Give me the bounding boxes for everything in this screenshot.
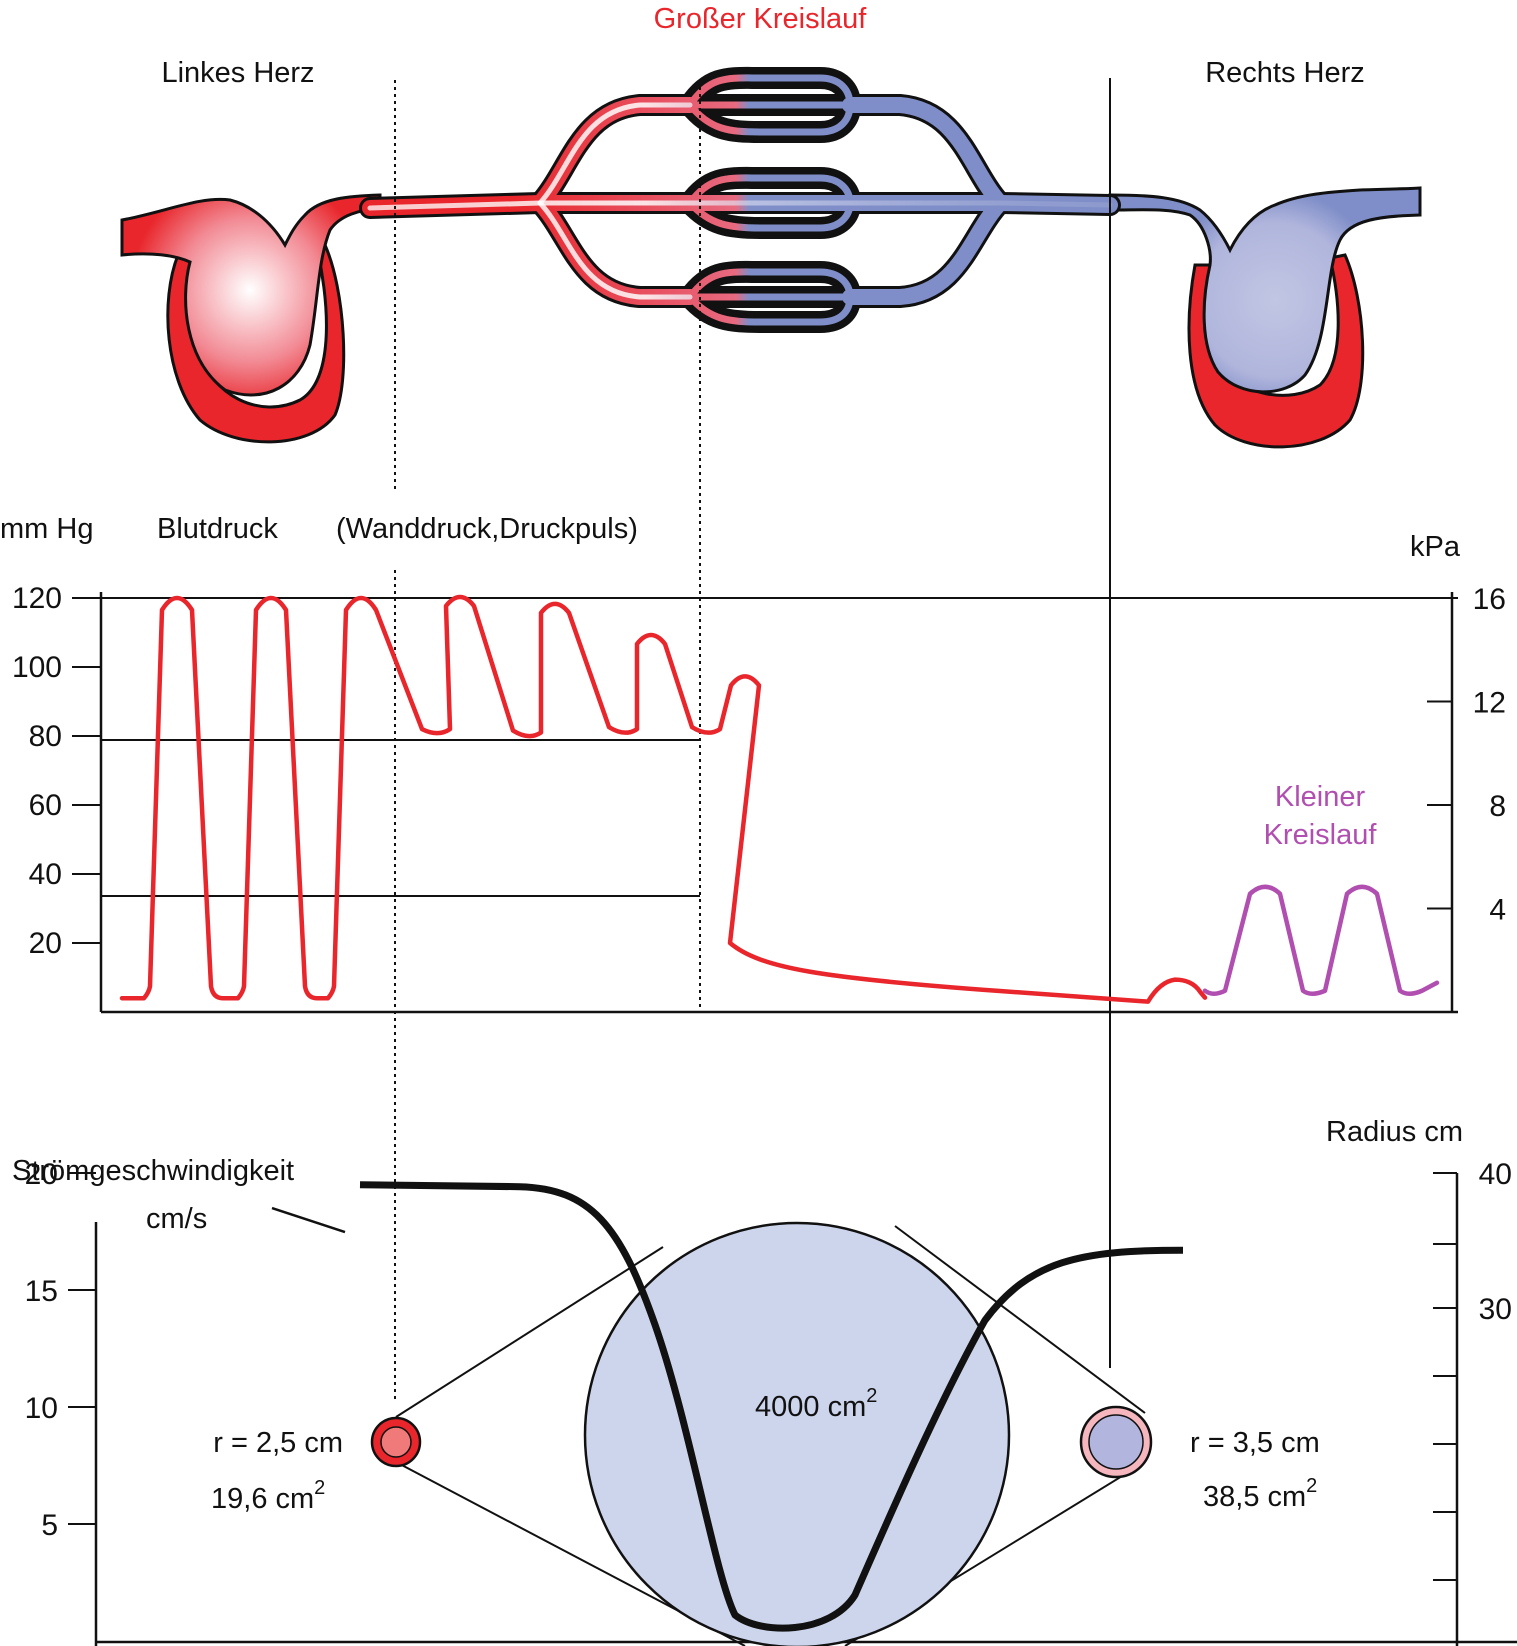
bp-right-tick-label: 8 <box>1489 790 1506 823</box>
aorta-cross-section-inner <box>380 1426 412 1458</box>
flow-right-tick-label: 30 <box>1479 1293 1512 1326</box>
flow-velocity-curve <box>359 1181 1184 1632</box>
tangent-left-top <box>395 1246 664 1418</box>
tangent-right-top <box>894 1225 1146 1414</box>
blood-pressure-chart: mm Hg Blutdruck (Wanddruck,Druckpuls) kP… <box>0 513 1506 1014</box>
capillary-cross-section <box>583 1221 1011 1646</box>
left-area-sup: 2 <box>314 1477 325 1499</box>
flow-left-tick-label: 5 <box>41 1509 58 1542</box>
mm-hg-label: mm Hg <box>0 513 93 545</box>
flow-right-ticks: 40 30 <box>1433 1158 1512 1581</box>
center-area-sup: 2 <box>866 1385 877 1407</box>
bp-left-tick-label: 120 <box>12 582 62 615</box>
blood-pressure-curve <box>119 594 1208 1004</box>
right-radius-label: r = 3,5 cm <box>1190 1427 1320 1459</box>
kpa-label: kPa <box>1410 531 1461 563</box>
circulation-schematic: Großer Kreislauf Linkes Herz Rechts Herz <box>120 3 1422 449</box>
stroemgeschwindigkeit-label: Strömgeschwindigkeit <box>12 1155 294 1187</box>
wanddruck-label: (Wanddruck,Druckpuls) <box>336 513 638 545</box>
left-radius-label: r = 2,5 cm <box>213 1427 343 1459</box>
blutdruck-label: Blutdruck <box>157 513 278 545</box>
bp-left-tick-label: 40 <box>29 858 62 891</box>
bp-right-tick-label: 4 <box>1489 894 1506 927</box>
flow-velocity-chart: Radius cm Strömgeschwindigkeit cm/s 20 15… <box>12 1116 1517 1646</box>
flow-left-tick-label: 15 <box>25 1275 58 1308</box>
flow-left-tick-label: 20 <box>25 1158 58 1191</box>
right-area-sup: 2 <box>1306 1475 1317 1497</box>
grosser-kreislauf-label: Großer Kreislauf <box>654 3 868 35</box>
bp-right-ticks: 16 12 8 4 <box>1427 583 1506 927</box>
right-area-label: 38,5 cm2 <box>1203 1475 1317 1513</box>
kleiner-kreislauf-label-line2: Kreislauf <box>1264 819 1378 851</box>
pulmonary-pressure-curve <box>1202 884 1440 996</box>
bp-left-tick-label: 60 <box>29 789 62 822</box>
bp-right-tick-label: 16 <box>1473 583 1506 616</box>
bp-left-tick-label: 100 <box>12 651 62 684</box>
label-pointer <box>271 1206 346 1234</box>
rechts-herz-label: Rechts Herz <box>1205 57 1365 89</box>
bp-left-tick-label: 80 <box>29 720 62 753</box>
flow-left-ticks: 20 15 10 5 <box>25 1158 96 1542</box>
bp-left-tick-label: 20 <box>29 927 62 960</box>
flow-right-tick-label: 40 <box>1479 1158 1512 1191</box>
vessel-network <box>359 66 1121 333</box>
cm-s-label: cm/s <box>146 1203 207 1235</box>
vena-cava-cross-section-inner <box>1088 1414 1144 1470</box>
flow-left-tick-label: 10 <box>25 1392 58 1425</box>
bp-left-ticks: 120 100 80 60 40 20 <box>12 582 101 960</box>
radius-cm-label: Radius cm <box>1326 1116 1463 1148</box>
left-heart-chamber <box>120 193 382 397</box>
center-area-label: 4000 cm2 <box>755 1385 877 1423</box>
right-heart-chamber <box>1108 186 1422 394</box>
kleiner-kreislauf-label-line1: Kleiner <box>1275 781 1366 813</box>
linkes-herz-label: Linkes Herz <box>161 57 314 89</box>
left-area-label: 19,6 cm2 <box>211 1477 325 1515</box>
bp-right-tick-label: 12 <box>1473 687 1506 720</box>
